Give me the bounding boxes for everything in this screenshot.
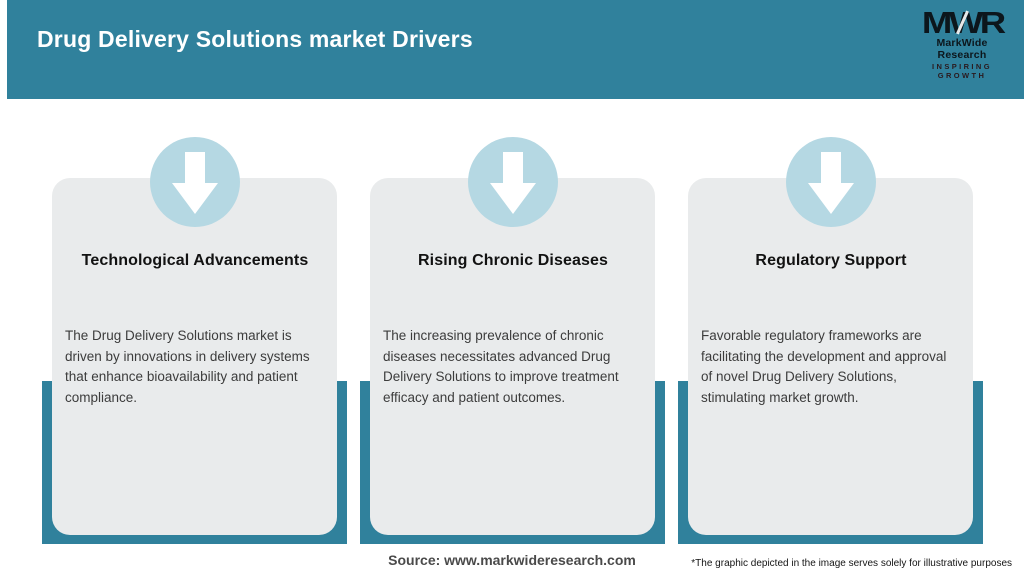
driver-column-1: Technological Advancements The Drug Deli…	[42, 137, 347, 545]
disclaimer-text: *The graphic depicted in the image serve…	[691, 558, 1012, 569]
driver-card: Technological Advancements The Drug Deli…	[52, 178, 337, 535]
logo-company-name: MarkWide Research	[936, 37, 988, 61]
brand-logo: MWR MarkWide Research INSPIRING GROWTH	[914, 6, 1010, 80]
card-title: Rising Chronic Diseases	[418, 252, 608, 269]
card-title: Technological Advancements	[81, 252, 309, 269]
page-title: Drug Delivery Solutions market Drivers	[37, 26, 473, 52]
driver-card: Rising Chronic Diseases The increasing p…	[370, 178, 655, 535]
down-arrow-icon	[149, 137, 240, 227]
driver-column-3: Regulatory Support Favorable regulatory …	[678, 137, 983, 545]
driver-column-2: Rising Chronic Diseases The increasing p…	[360, 137, 665, 545]
logo-tagline: INSPIRING GROWTH	[932, 62, 992, 80]
card-title: Regulatory Support	[755, 252, 907, 269]
down-arrow-icon	[467, 137, 558, 227]
logo-monogram-wrap: MWR	[922, 6, 1006, 39]
header-bar: Drug Delivery Solutions market Drivers M…	[7, 0, 1024, 99]
card-description: Favorable regulatory frameworks are faci…	[701, 328, 947, 405]
source-text: Source: www.markwideresearch.com	[388, 552, 636, 568]
card-description: The Drug Delivery Solutions market is dr…	[65, 328, 310, 405]
down-arrow-icon	[785, 137, 876, 227]
card-description: The increasing prevalence of chronic dis…	[383, 328, 619, 405]
driver-card: Regulatory Support Favorable regulatory …	[688, 178, 973, 535]
